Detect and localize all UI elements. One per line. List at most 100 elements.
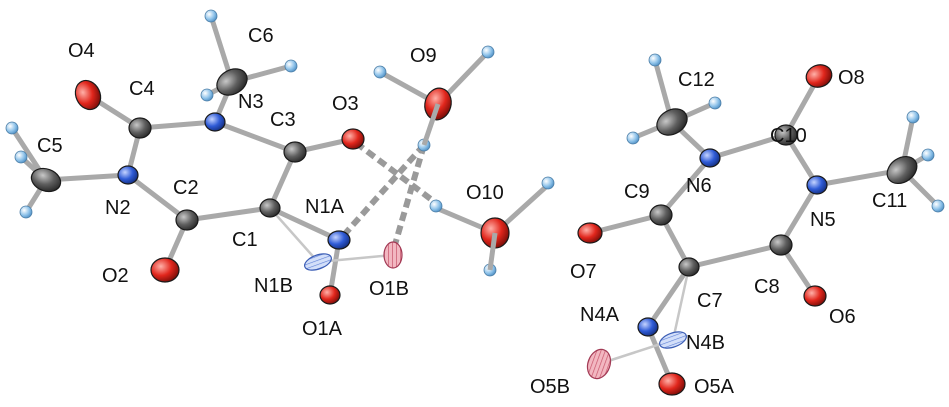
- atom-label: C10: [770, 125, 807, 147]
- hydrogen-bond: [340, 143, 427, 238]
- bond: [671, 265, 691, 342]
- atom-label: O5B: [530, 376, 570, 398]
- labels-water: O9 O10: [410, 45, 504, 204]
- bond: [267, 205, 342, 243]
- atom-label: C1: [232, 229, 258, 251]
- hydrogens-left: [5, 9, 298, 219]
- oxygen-atom: [341, 128, 365, 150]
- atom-label: O3: [332, 93, 359, 115]
- atom-label: O6: [829, 306, 856, 328]
- bond: [707, 132, 789, 161]
- atom-label: C9: [624, 181, 650, 203]
- carbon-atom: [769, 234, 793, 256]
- nitrogen-disorder-atom: [659, 331, 687, 349]
- bond: [658, 155, 713, 218]
- atom-label: C12: [678, 69, 715, 91]
- hydrogen-bonds: [340, 140, 438, 249]
- hydrogen-bond: [354, 140, 438, 206]
- atom-label: O7: [570, 261, 597, 283]
- hydrogen-atom: [931, 199, 945, 213]
- bond: [686, 242, 784, 270]
- carbon-atom: [30, 167, 62, 193]
- hydrogen-atom: [204, 9, 218, 23]
- nitrogen-atom: [117, 165, 139, 185]
- hydrogen-atom: [429, 199, 443, 213]
- nitrogen-atom: [327, 230, 351, 250]
- atom-label: N1B: [254, 275, 293, 297]
- nitrogen-disorder-atom: [304, 253, 332, 271]
- atom-label: O1A: [302, 318, 343, 340]
- atom-label: O4: [68, 40, 95, 62]
- hydrogen-atom: [200, 88, 214, 102]
- atom-label: C7: [697, 290, 723, 312]
- bond: [212, 119, 298, 155]
- hydrogens-right: [626, 53, 945, 213]
- hydrogen-atom: [14, 150, 28, 164]
- oxygen-atom: [658, 372, 686, 396]
- carbon-atom: [283, 141, 307, 163]
- oxygen-disorder-atom: [383, 241, 403, 269]
- bond: [778, 182, 820, 248]
- oxygen-atom: [803, 285, 827, 307]
- hydrogen-atom: [284, 59, 298, 73]
- atom-label: C11: [872, 190, 907, 212]
- hydrogen-atom: [541, 176, 555, 190]
- bond: [645, 264, 692, 330]
- carbon-atom: [886, 155, 918, 185]
- atom-label: N6: [686, 175, 712, 197]
- atom-label: N3: [238, 91, 264, 113]
- carbon-atom: [259, 198, 281, 218]
- carbon-atom: [128, 117, 152, 139]
- atom-label: C3: [270, 109, 296, 131]
- bond: [487, 232, 498, 271]
- hydrogen-bond: [391, 144, 427, 249]
- oxygen-atom: [150, 257, 180, 283]
- oxygen-disorder-atom: [586, 348, 612, 380]
- hydrogen-atom: [708, 96, 722, 110]
- atoms-left: [30, 68, 403, 305]
- atom-label: O9: [410, 45, 437, 67]
- labels-left: O4 C4 N3 C6 O3 C3 C5 N2 C2 C1 N1A O2 N1B…: [37, 25, 409, 340]
- bonds-right: [587, 57, 941, 387]
- bond: [125, 172, 190, 223]
- carbon-atom: [216, 68, 248, 96]
- atom-label: O5A: [694, 376, 735, 398]
- nitrogen-atom: [637, 317, 659, 337]
- hydrogen-atom: [921, 148, 935, 162]
- hydrogen-atom: [19, 205, 33, 219]
- atom-label: C2: [173, 177, 199, 199]
- oxygen-atom: [805, 64, 833, 88]
- nitrogen-atom: [806, 175, 828, 195]
- atom-label: O10: [466, 182, 504, 204]
- oxygen-atom: [74, 79, 102, 111]
- hydrogen-atom: [373, 65, 387, 79]
- carbon-atom: [175, 209, 199, 231]
- oxygen-atom: [577, 222, 603, 244]
- carbon-atom: [678, 257, 700, 277]
- hydrogen-atom: [626, 131, 640, 145]
- nitrogen-atom: [204, 112, 226, 132]
- atom-label: C8: [754, 276, 780, 298]
- atom-label: O8: [838, 67, 865, 89]
- oxygen-atom: [319, 285, 341, 305]
- hydrogen-atom: [906, 110, 920, 124]
- atom-label: C5: [37, 135, 63, 157]
- atom-label: O2: [102, 265, 129, 287]
- labels-right: C12 O8 C10 N6 C9 N5 C11 O7 C8 C7 N4A N4B…: [530, 67, 907, 398]
- atom-label: N1A: [305, 196, 345, 218]
- atom-label: N2: [105, 197, 131, 219]
- hydrogen-atom: [648, 53, 662, 67]
- bond: [268, 206, 320, 264]
- bond: [137, 119, 218, 131]
- atoms-right: [577, 64, 918, 396]
- hydrogen-atom: [481, 45, 495, 59]
- carbon-atom: [649, 204, 673, 226]
- hydrogen-atom: [5, 121, 19, 135]
- bond: [421, 103, 441, 146]
- nitrogen-atom: [699, 148, 721, 168]
- atom-label: N4A: [580, 304, 620, 326]
- atom-label: O1B: [369, 278, 409, 300]
- atom-label: N4B: [686, 332, 725, 354]
